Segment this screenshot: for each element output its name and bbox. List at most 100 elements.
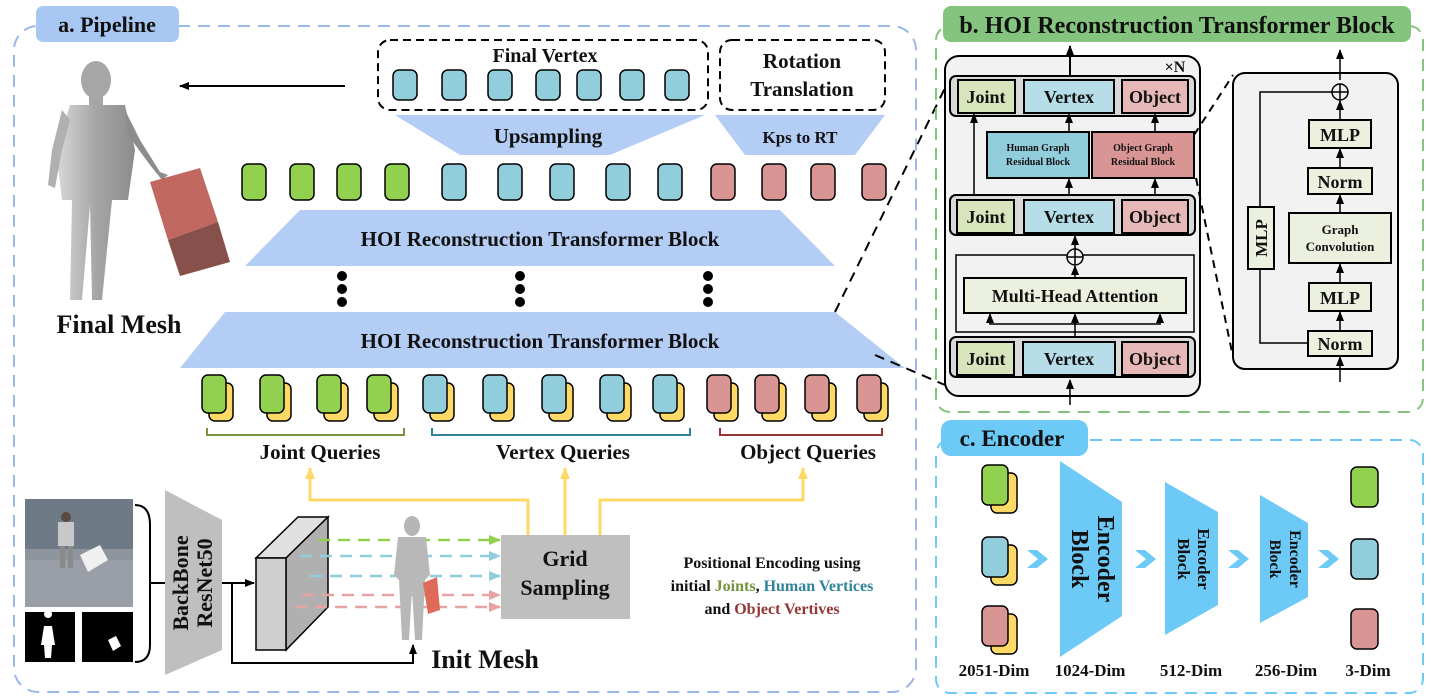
zoom-line-bottom: [874, 354, 946, 386]
human-silhouette: [41, 610, 55, 658]
object-token: [810, 163, 836, 201]
mid-joint-label: Joint: [966, 207, 1005, 227]
encoder-output-tokens: [1350, 466, 1379, 650]
final-vertex-token: [392, 69, 418, 101]
vertex-token: [549, 163, 575, 201]
mlp-top-label: MLP: [1320, 125, 1360, 145]
vertex-token: [605, 163, 631, 201]
upsampling-block: [395, 115, 705, 155]
mid-object-label: Object: [1129, 207, 1181, 227]
transformer-block-bottom-label: HOI Reconstruction Transformer Block: [361, 329, 720, 353]
object-queries-label: Object Queries: [740, 440, 876, 464]
mid-object-box: [1121, 199, 1189, 234]
top-object-box: [1121, 79, 1189, 114]
object-graph-label-1: Object Graph: [1113, 143, 1173, 154]
encoder-title-badge: [941, 420, 1088, 456]
object-token: [710, 163, 736, 201]
object-query-token: [804, 374, 830, 414]
kps-to-rt-block: [715, 115, 885, 155]
bottom-object-box: [1121, 341, 1189, 376]
vertex-query-token: [422, 374, 448, 414]
transformer-title-badge: [943, 6, 1411, 42]
graph-conv-label-2: Convolution: [1306, 239, 1375, 254]
encoder-panel-border: [935, 439, 1424, 694]
bottom-vertex-label: Vertex: [1044, 349, 1094, 369]
final-vertex-token: [619, 69, 645, 101]
repeat-label: ×N: [1165, 59, 1186, 76]
final-mesh-figure: [48, 61, 168, 300]
human-graph-label-1: Human Graph: [1006, 143, 1070, 154]
object-silhouette: [108, 636, 121, 651]
encoder-panel-title: c. Encoder: [960, 426, 1065, 451]
norm-block-top: [1307, 167, 1373, 195]
dim-label-output: 3-Dim: [1345, 661, 1390, 680]
top-vertex-box: [1023, 79, 1115, 114]
zoom-line-graph-top: [1193, 74, 1234, 136]
vertex-token: [441, 163, 467, 201]
pe-note-line1: Positional Encoding using: [684, 555, 861, 572]
final-vertex-tokens: [392, 69, 690, 101]
rotation-translation-box: [719, 39, 886, 111]
transformer-block-top: [245, 210, 835, 266]
joint-token: [336, 163, 362, 201]
final-mesh-object: [150, 168, 230, 276]
skip-path-top: [1259, 91, 1332, 207]
transformer-block-bottom: [180, 312, 905, 368]
input-image: [25, 499, 133, 607]
dim-label-1024: 1024-Dim: [1055, 661, 1126, 680]
dim-label-512: 512-Dim: [1160, 661, 1222, 680]
upsampling-label: Upsampling: [494, 124, 603, 148]
top-joint-box: [957, 79, 1016, 114]
input-bracket: [134, 504, 151, 663]
vertex-token: [497, 163, 523, 201]
encoder-block-2: [1165, 482, 1218, 635]
zoom-line-graph-bottom: [1195, 177, 1233, 353]
encoder-block-3: [1260, 495, 1308, 623]
bottom-joint-label: Joint: [966, 349, 1005, 369]
mlp-block-top: [1308, 119, 1372, 149]
joint-token: [289, 163, 315, 201]
joint-query-token: [201, 374, 227, 414]
object-token: [861, 163, 887, 201]
ellipsis-dots: [337, 271, 713, 307]
backbone-block: [165, 490, 222, 675]
graph-conv-label-1: Graph: [1322, 222, 1360, 237]
query-token-row: [201, 374, 889, 422]
encoder-output-object: [1350, 608, 1379, 650]
rotation-label: Rotation: [763, 49, 841, 73]
mid-vertex-label: Vertex: [1044, 207, 1094, 227]
init-mesh-label: Init Mesh: [431, 645, 539, 674]
object-queries-bracket: [719, 428, 883, 436]
vertex-query-token: [599, 374, 625, 414]
final-vertex-token: [487, 69, 513, 101]
multi-head-attention-label: Multi-Head Attention: [992, 286, 1159, 306]
mid-joint-box: [956, 199, 1015, 234]
human-graph-residual-block: [986, 131, 1090, 179]
panel-encoder: c. Encoder Encoder Block Encoder Block E…: [935, 420, 1424, 694]
object-mask: [82, 612, 133, 662]
top-object-label: Object: [1129, 87, 1181, 107]
encoder-input-object: [981, 605, 1009, 647]
pipeline-title-badge: [36, 6, 179, 42]
encoder-input-joint: [981, 464, 1009, 506]
encoder-input-tokens: [981, 464, 1018, 655]
bottom-object-label: Object: [1129, 349, 1181, 369]
mid-vertex-box: [1023, 199, 1115, 234]
skip-mlp-label: MLP: [1252, 219, 1271, 257]
encoder-block-1-label-1: Encoder: [1092, 516, 1118, 603]
joint-query-token: [366, 374, 392, 414]
backbone-label: BackBone: [168, 535, 193, 631]
translation-label: Translation: [750, 77, 854, 101]
kps-to-rt-label: Kps to RT: [763, 128, 839, 147]
panel-transformer-block: b. HOI Reconstruction Transformer Block …: [935, 6, 1424, 413]
resnet-label: ResNet50: [192, 538, 217, 627]
encoder-output-joint: [1350, 466, 1379, 508]
mlp-bottom-label: MLP: [1320, 288, 1360, 308]
encoder-block-3-label-1: Encoder: [1286, 530, 1303, 588]
final-vertex-label: Final Vertex: [493, 45, 598, 67]
joint-queries-bracket: [206, 428, 405, 436]
init-mesh-figure: [394, 516, 440, 640]
final-vertex-token: [576, 69, 602, 101]
joint-query-token: [259, 374, 285, 414]
